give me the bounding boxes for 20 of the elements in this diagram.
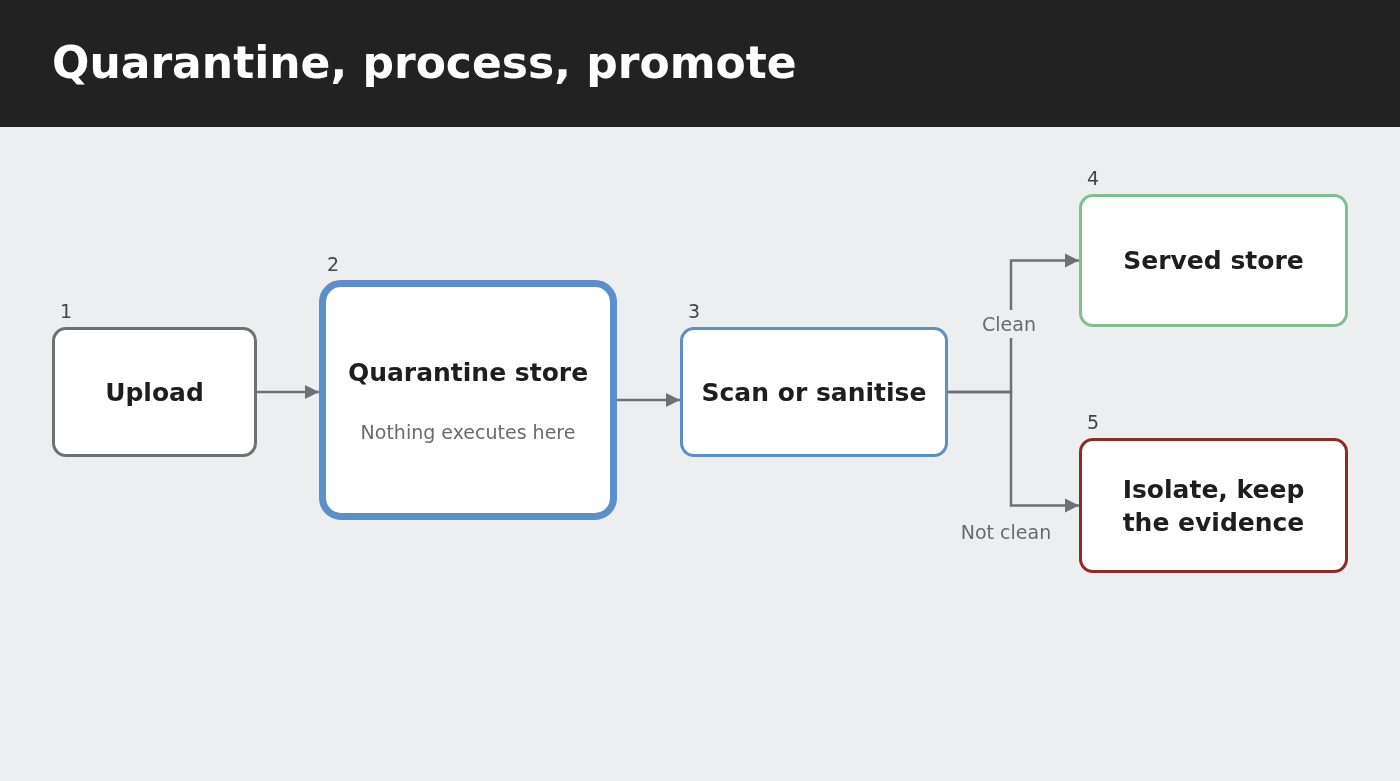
connector-arrow	[617, 393, 680, 407]
step-number: 3	[688, 300, 701, 322]
step-number: 5	[1087, 411, 1100, 433]
step-number: 1	[60, 300, 73, 322]
box-label: Scan or sanitise	[701, 376, 927, 409]
box-label: Served store	[1123, 245, 1304, 277]
step-number: 2	[327, 253, 340, 275]
process-box	[319, 280, 617, 520]
process-box	[680, 327, 948, 457]
box-label: Quarantine store	[347, 356, 589, 389]
connector-arrow	[948, 390, 1079, 513]
process-box	[52, 327, 257, 457]
box-note: Nothing executes here	[360, 419, 576, 445]
process-box	[1079, 194, 1348, 327]
title: Quarantine, process, promote	[52, 36, 797, 90]
process-box	[1079, 438, 1348, 573]
connector-arrow	[257, 385, 319, 399]
box-label: Upload	[105, 376, 204, 409]
box-label: Isolate, keep the evidence	[1121, 473, 1306, 539]
step-number: 4	[1087, 167, 1100, 189]
